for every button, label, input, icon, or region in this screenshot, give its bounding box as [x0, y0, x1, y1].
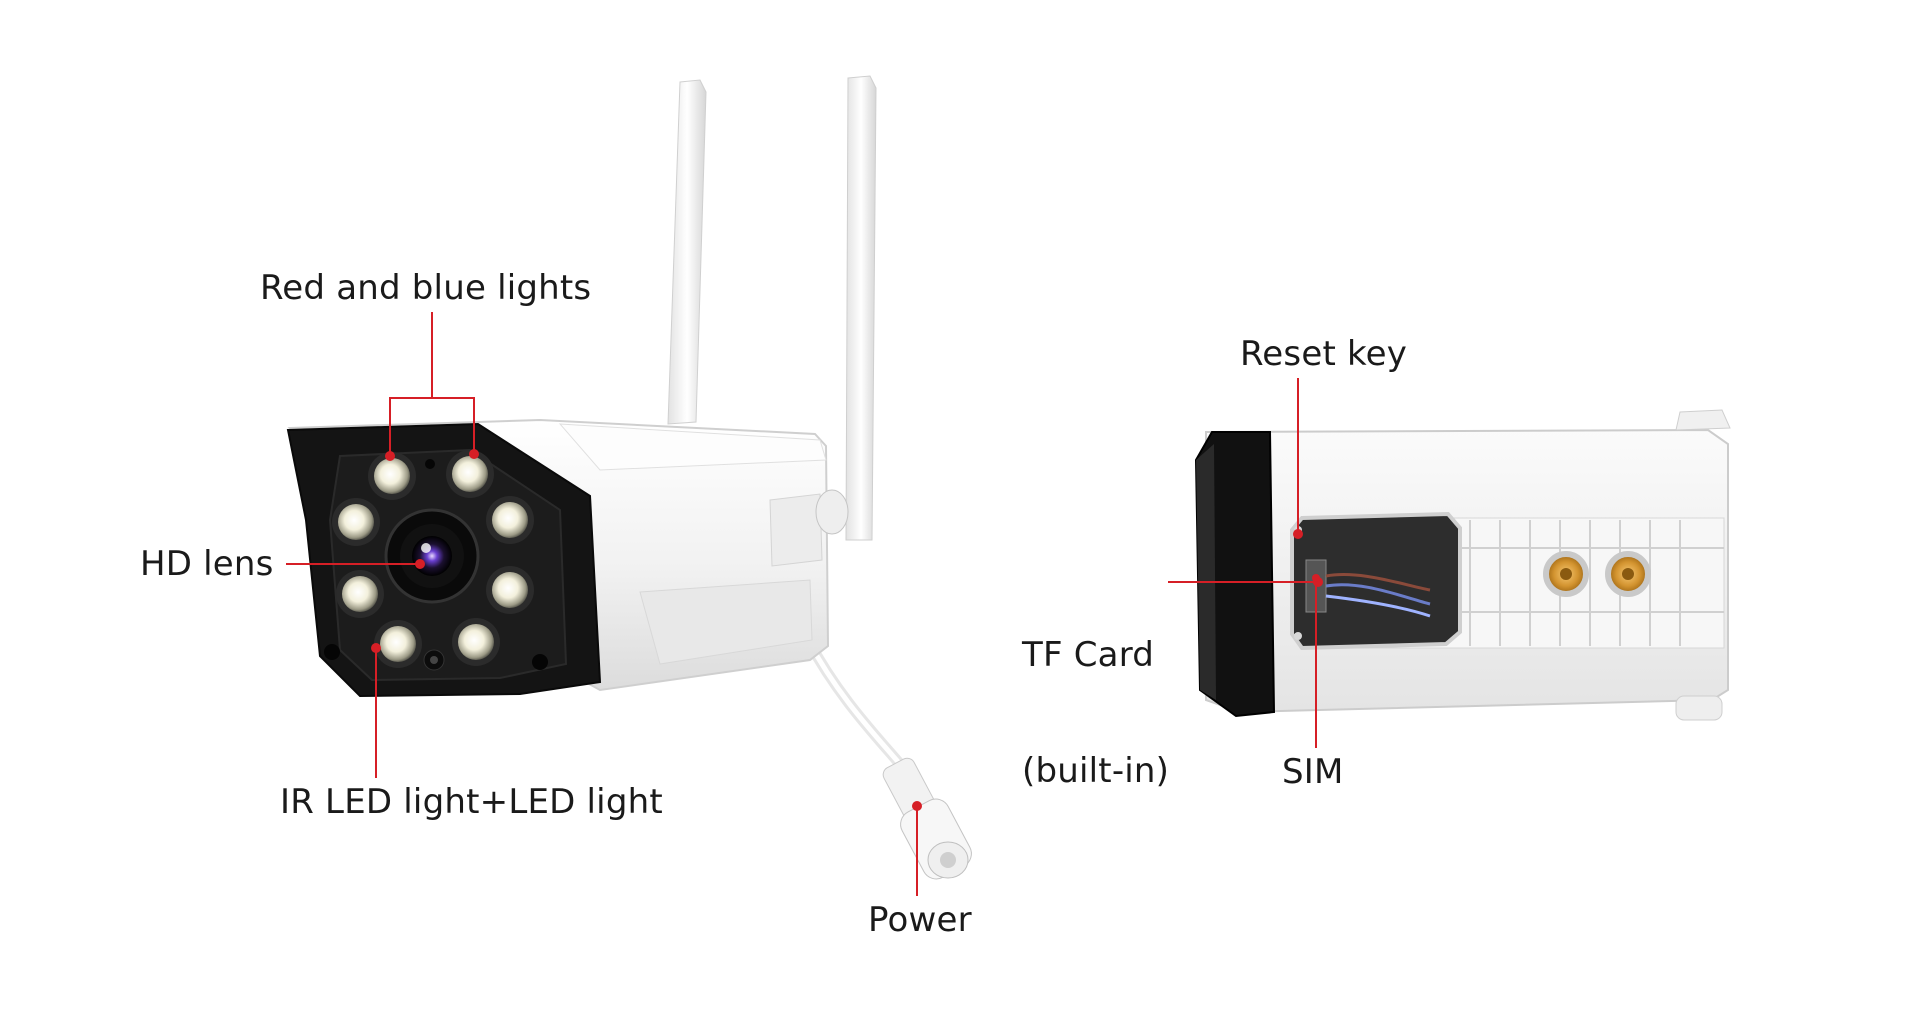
led-ring: [332, 450, 534, 668]
label-reset-key: Reset key: [1240, 334, 1408, 374]
power-cable: [802, 634, 972, 880]
led-bottom-left: [374, 620, 422, 668]
card-compartment: [1290, 511, 1462, 651]
label-power: Power: [868, 900, 972, 940]
led-mid-left-2: [336, 570, 384, 618]
led-top-right: [446, 450, 494, 498]
callout-red-blue-bracket: [389, 397, 475, 456]
antenna-left: [667, 79, 707, 425]
callouts: [286, 312, 1318, 896]
label-sim: SIM: [1282, 752, 1344, 792]
label-tf-card-line2: (built-in): [1022, 751, 1170, 791]
antenna-right: [845, 75, 877, 541]
label-tf-card: TF Card (built-in): [1022, 557, 1169, 869]
side-front-cap: [1194, 431, 1276, 718]
callout-dots: [371, 449, 1323, 811]
led-mid-right-2: [486, 566, 534, 614]
label-red-and-blue-lights: Red and blue lights: [260, 268, 592, 308]
label-tf-card-line1: TF Card: [1022, 635, 1155, 675]
led-top-left: [368, 452, 416, 500]
hd-lens: [384, 508, 480, 604]
led-bottom-right: [452, 618, 500, 666]
side-camera-illustration: [1194, 409, 1731, 721]
label-hd-lens: HD lens: [140, 544, 274, 584]
front-camera-illustration: [286, 75, 972, 880]
label-ir-led-light: IR LED light+LED light: [280, 782, 663, 822]
led-mid-right-1: [486, 496, 534, 544]
led-mid-left-1: [332, 498, 380, 546]
